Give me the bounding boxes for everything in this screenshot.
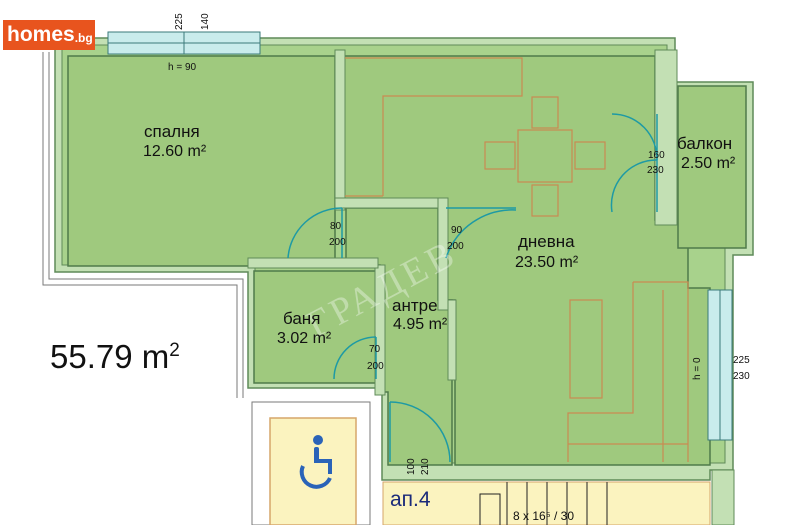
dining-set <box>484 96 606 217</box>
door-bath-height: 200 <box>367 361 384 372</box>
door-entry-width: 100 <box>406 458 417 475</box>
wheelchair-icon <box>299 435 332 489</box>
room-bathroom <box>253 270 380 384</box>
balcony-area: 2.50 m² <box>681 155 736 172</box>
bathroom-name: баня <box>283 309 321 328</box>
building-outline <box>42 52 244 398</box>
window-top-height: 140 <box>200 13 211 30</box>
window-right <box>707 289 733 441</box>
door-living-width: 90 <box>451 225 463 236</box>
door-entry-height: 210 <box>420 458 431 475</box>
window-right-width: 225 <box>733 355 750 366</box>
apartment-label: ап.4 <box>390 488 431 511</box>
window-top <box>107 31 261 55</box>
window-top-width: 225 <box>174 13 185 30</box>
living-area: 23.50 m² <box>515 254 579 271</box>
hall-name: антре <box>392 296 438 315</box>
room-balcony <box>677 85 747 249</box>
bedroom-area: 12.60 m² <box>143 143 207 160</box>
stairs-label: 8 x 16⁵ / 30 <box>513 509 575 523</box>
door-balcony-width: 160 <box>648 150 665 161</box>
sofa <box>567 281 689 462</box>
homes-logo: homes.bg <box>3 20 95 50</box>
kitchen-furniture <box>345 57 523 197</box>
stairwell <box>382 469 735 525</box>
window-right-sill: h = 0 <box>692 357 703 380</box>
door-living-height: 200 <box>447 241 464 252</box>
door-balcony-height: 230 <box>647 165 664 176</box>
hall-area: 4.95 m² <box>393 316 448 333</box>
interior-walls <box>247 49 678 396</box>
door-bedroom-height: 200 <box>329 237 346 248</box>
door-bath-width: 70 <box>369 344 381 355</box>
window-right-height: 230 <box>733 371 750 382</box>
bathroom-area: 3.02 m² <box>277 330 332 347</box>
total-area-value: 55.79 m <box>50 338 170 375</box>
total-area: 55.79 m2 <box>50 338 180 376</box>
window-top-sill: h = 90 <box>168 62 197 73</box>
door-bedroom-width: 80 <box>330 221 342 232</box>
bedroom-name: спалня <box>144 122 200 141</box>
balcony-name: балкон <box>677 134 733 153</box>
total-area-unit-sup: 2 <box>169 340 180 361</box>
doors <box>287 113 658 463</box>
accessible-area <box>251 401 371 525</box>
living-name: дневна <box>518 232 575 251</box>
